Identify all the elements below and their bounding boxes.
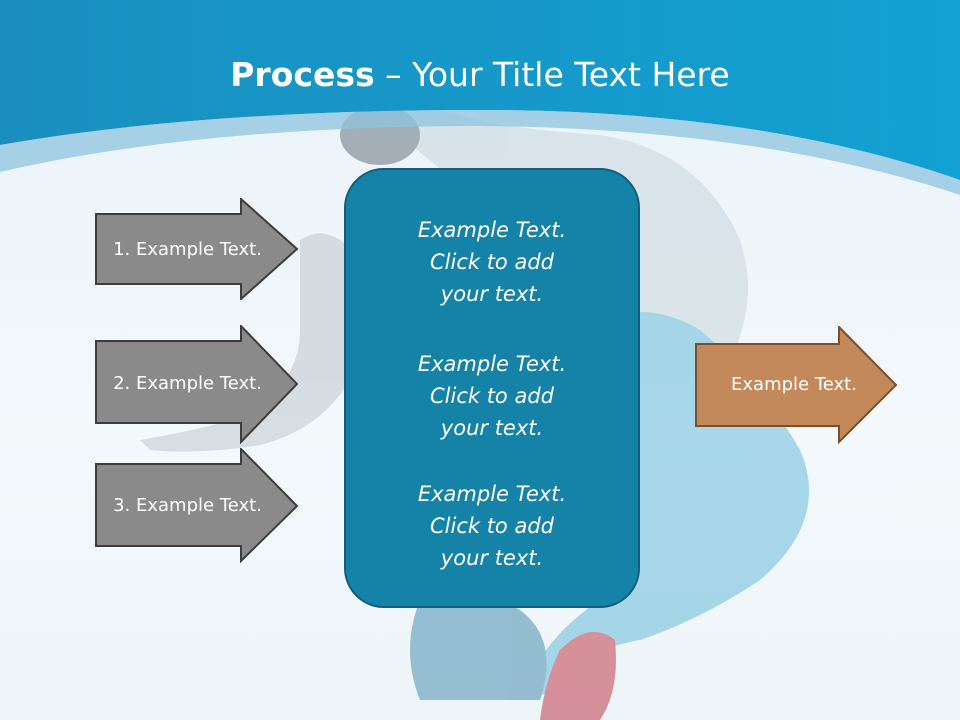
arrow-label: Example Text.	[731, 373, 857, 395]
process-arrow-3[interactable]: 3. Example Text.	[95, 448, 300, 564]
title-rest: – Your Title Text Here	[374, 55, 730, 94]
arrow-shape	[695, 326, 898, 444]
arrow-shape	[95, 198, 299, 300]
header-band	[0, 0, 960, 180]
result-arrow[interactable]: Example Text.	[695, 326, 900, 444]
text-block-1: Example Text. Click to add your text.	[346, 214, 638, 310]
block-line-1: Example Text.	[417, 218, 567, 242]
block-line-2: Click to add	[429, 514, 554, 538]
arrow-label: 1. Example Text.	[113, 238, 262, 260]
arrow-label: 2. Example Text.	[113, 372, 262, 394]
block-line-1: Example Text.	[417, 482, 567, 506]
block-line-2: Click to add	[429, 384, 554, 408]
arrow-shape	[95, 325, 299, 445]
arrow-label: 3. Example Text.	[113, 494, 262, 516]
block-line-2: Click to add	[429, 250, 554, 274]
arrow-shape	[95, 448, 299, 564]
block-line-1: Example Text.	[417, 352, 567, 376]
header-swoosh	[0, 110, 960, 195]
process-arrow-2[interactable]: 2. Example Text.	[95, 325, 300, 445]
text-block-2: Example Text. Click to add your text.	[346, 348, 638, 444]
block-line-3: your text.	[440, 546, 544, 570]
process-arrow-1[interactable]: 1. Example Text.	[95, 198, 300, 300]
block-line-3: your text.	[440, 416, 544, 440]
center-text-box[interactable]: Example Text. Click to add your text. Ex…	[344, 168, 640, 608]
slide-title: Process – Your Title Text Here	[0, 52, 960, 98]
title-bold: Process	[230, 55, 375, 94]
text-block-3: Example Text. Click to add your text.	[346, 478, 638, 574]
block-line-3: your text.	[440, 282, 544, 306]
